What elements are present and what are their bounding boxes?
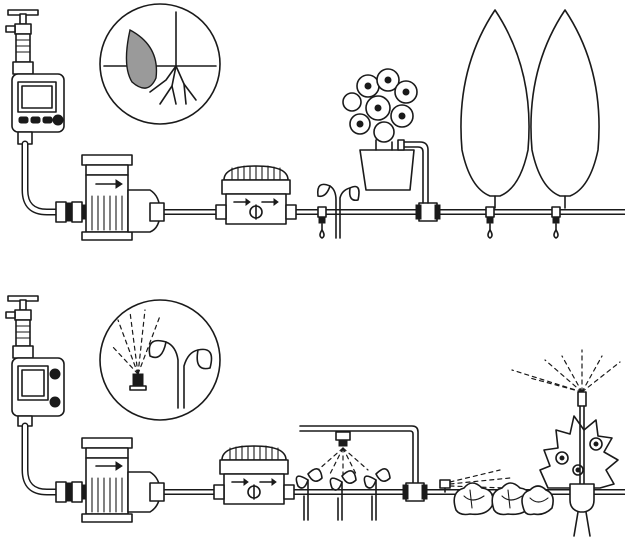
drip-emitter-icon [486, 207, 494, 238]
leafy-plant-icon [330, 471, 356, 520]
hose-connector-icon [56, 482, 87, 502]
cypress-tree-icon [531, 10, 599, 208]
supply-hose [25, 144, 58, 212]
hose-connector-icon [56, 202, 87, 222]
tap-icon [6, 10, 38, 74]
lettuce-icon [454, 483, 493, 515]
drip-emitter-icon [318, 207, 326, 238]
t-connector-icon [403, 483, 427, 501]
sprinkler-plant-inset [100, 300, 220, 420]
drip-emitter-icon [552, 207, 560, 238]
t-connector-icon [416, 203, 440, 221]
tap-icon [6, 296, 38, 358]
pressure-reducer-icon [216, 166, 296, 224]
flower-bush [343, 69, 417, 150]
filter-icon [82, 438, 164, 522]
water-timer-icon [12, 358, 64, 426]
cypress-tree-icon [461, 10, 529, 208]
filter-icon [82, 155, 164, 240]
sprinkler-irrigation-system [6, 296, 625, 536]
water-drop-roots-inset [100, 4, 220, 124]
pressure-reducer-icon [214, 446, 294, 504]
flower-pot-icon [343, 69, 417, 190]
drip-irrigation-system [6, 4, 625, 240]
flowering-bush-icon [540, 416, 618, 488]
micro-sprinkler-icon [318, 432, 368, 476]
supply-hose [25, 426, 58, 492]
water-timer-icon [12, 74, 64, 144]
